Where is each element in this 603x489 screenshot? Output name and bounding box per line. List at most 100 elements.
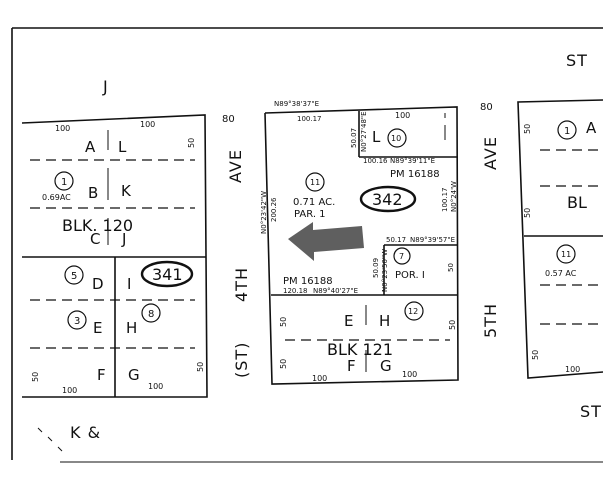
dim-por-right: 50: [447, 263, 455, 272]
dim-top-left: 100.17: [297, 115, 322, 123]
parcel-10-label: 10: [391, 134, 401, 143]
block-120-dim-top-2: 100: [140, 120, 155, 129]
page-342-label: 342: [372, 190, 403, 209]
parcel-3-label: 3: [74, 316, 80, 327]
parcel-8-label: 8: [148, 309, 154, 320]
block-121-dim-bottom-1: 100: [312, 374, 327, 383]
street-k-and: K &: [70, 423, 101, 442]
dim-por-left: 50.09: [372, 258, 380, 278]
parcel-1-label: 1: [61, 177, 67, 188]
lot-i: I: [127, 275, 131, 293]
bearing-top: N89°38'37"E: [274, 100, 319, 108]
page-342-badge: [359, 185, 417, 213]
lot-c: C: [90, 230, 100, 248]
block-120: 100 100 50 100 100 50 50 A L B K C J D I…: [21, 114, 208, 398]
right-dim-top-2: 50: [523, 208, 532, 218]
lot-a: A: [85, 138, 96, 156]
pm-top: PM 16188: [390, 169, 440, 180]
dim-l-left: 50.07: [350, 128, 358, 148]
bearing-l-bottom: N89°39'11"E: [390, 157, 435, 165]
page-341-badge: [140, 260, 194, 288]
parcel-7-label: 7: [399, 252, 404, 261]
map-frame: [11, 27, 603, 463]
dim-por: 50.17: [386, 236, 406, 244]
left-ave-width-label: 80: [222, 114, 235, 125]
block-121-dim-side: 50: [279, 317, 288, 327]
parcel-1-circle: [54, 171, 74, 191]
dim-right: 100.17: [441, 188, 449, 213]
right-parcel-1-label: 1: [564, 126, 570, 137]
right-lot-a: A: [586, 119, 597, 137]
block-120-label: BLK. 120: [62, 216, 133, 235]
parcel-11-area: 0.71 AC.: [293, 197, 335, 208]
parcel-11-label: 11: [310, 178, 320, 187]
street-letter-j: J: [102, 77, 109, 96]
street-st-paren: (ST): [232, 342, 251, 378]
por-label: POR. I: [395, 270, 425, 281]
parcel-11-circle: [305, 172, 325, 192]
block-120-dim-bottom-2: 100: [148, 382, 163, 391]
lot-l-center: L: [372, 128, 381, 146]
right-dim-top-1: 50: [523, 124, 532, 134]
street-ave-left: AVE: [226, 149, 245, 183]
right-parcel-1-circle: [557, 120, 577, 140]
right-parcel-11-area: 0.57 AC: [545, 269, 577, 278]
dim-bottom-left: 120.18: [283, 287, 308, 295]
lot-h: H: [126, 319, 137, 337]
bearing-right: N0°24'W: [450, 181, 458, 212]
bearing-por-left: N0°23'50"W: [381, 249, 389, 292]
lot-f: F: [97, 366, 106, 384]
parcel-5-label: 5: [71, 271, 77, 282]
block-121-dim-side-3: 50: [448, 320, 457, 330]
block-120-dim-bottom: 100: [62, 386, 77, 395]
lower-left-marks: [37, 427, 63, 452]
street-st-bottom-right: ST: [580, 402, 602, 421]
parcel-8-circle: [141, 303, 161, 323]
bearing-left: N0°23'42"W: [260, 191, 268, 234]
dim-top-right: 100: [395, 111, 410, 120]
lot-h-center: H: [379, 312, 390, 330]
pointer-arrow: [288, 222, 364, 261]
block-121-dim-bottom-2: 100: [402, 370, 417, 379]
street-fifth: 5TH: [481, 303, 500, 338]
street-st-top-right: ST: [566, 51, 588, 70]
parcel-1-area: 0.69AC: [42, 193, 71, 202]
lot-g-center: G: [380, 357, 392, 375]
lot-f-center: F: [347, 357, 356, 375]
parcel-5-circle: [64, 265, 84, 285]
right-parcel-11-label: 11: [561, 250, 571, 259]
right-block-label: BL: [567, 193, 587, 212]
lot-k: K: [121, 182, 132, 200]
lot-b: B: [88, 184, 98, 202]
parcel-12-circle: [404, 301, 424, 321]
page-341-label: 341: [152, 265, 183, 284]
right-dim-bottom-1: 50: [531, 350, 540, 360]
bearing-bottom: N89°40'27"E: [313, 287, 358, 295]
block-121: N89°38'37"E 100.17 100 L 10 50.07 N0°27'…: [260, 100, 459, 385]
dim-left: 200.26: [270, 197, 278, 222]
right-parcel-11-circle: [556, 244, 576, 264]
lot-l: L: [118, 138, 127, 156]
right-ave-width-label: 80: [480, 102, 493, 113]
bearing-l-side: N0°27'48"E: [360, 111, 368, 152]
block-120-dim-top-1: 100: [55, 124, 70, 133]
pm-bottom: PM 16188: [283, 276, 333, 287]
block-right: 50 50 1 A BL 11 0.57 AC 50 100: [517, 99, 603, 379]
dim-l-bottom: 100.16: [363, 157, 388, 165]
block-120-dim-side-bottom: 50: [31, 372, 40, 382]
parcel-7-circle: [393, 247, 411, 265]
parcel-3-circle: [67, 310, 87, 330]
right-dim-bottom-2: 100: [565, 365, 580, 374]
lot-j: J: [121, 230, 126, 248]
street-fourth: 4TH: [232, 267, 251, 302]
street-ave-right: AVE: [481, 136, 500, 170]
block-121-label: BLK 121: [327, 340, 393, 359]
lot-e: E: [93, 319, 102, 337]
parcel-12-label: 12: [408, 307, 418, 316]
block-120-dim-side-right: 50: [196, 362, 205, 372]
lot-e-center: E: [344, 312, 353, 330]
parcel-11-par: PAR. 1: [294, 209, 326, 220]
block-120-dim-side: 50: [187, 138, 196, 148]
bearing-por: N89°39'57"E: [410, 236, 455, 244]
